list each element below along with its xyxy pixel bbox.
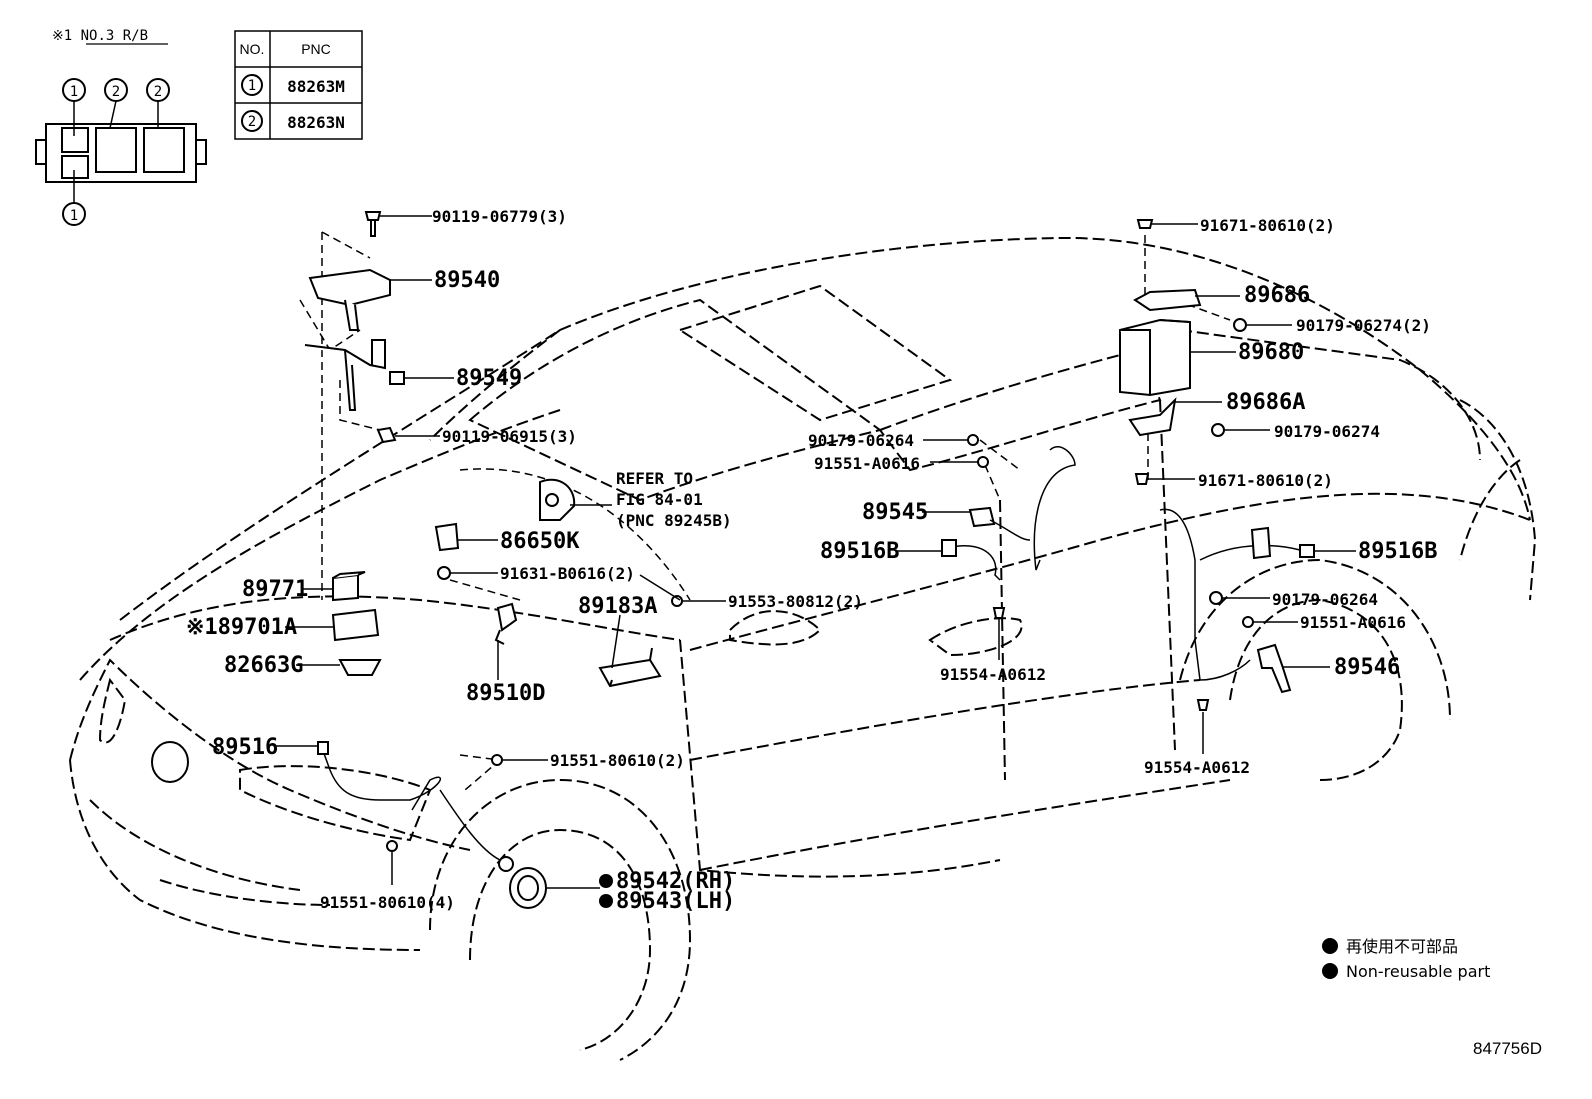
- label-82663G: 82663G: [224, 653, 303, 678]
- legend: 再使用不可部品 Non-reusable part: [1322, 937, 1490, 981]
- label-89540: 89540: [434, 268, 500, 293]
- bolt-91551-A0616-a: [977, 456, 989, 468]
- nonreusable-mark-89543: [599, 894, 613, 908]
- label-90119-06779: 90119-06779(3): [432, 207, 567, 226]
- label-89543: 89543(LH): [616, 889, 735, 914]
- label-89546: 89546: [1334, 655, 1400, 680]
- label-89516B-a: 89516B: [820, 539, 899, 564]
- bracket-89549: [304, 339, 386, 411]
- legend-text-jp: 再使用不可部品: [1346, 937, 1458, 956]
- bolt-91551-80610-2: [491, 754, 503, 766]
- part-labels: 90119-06779(3) 89540 89549 90119-06915(3…: [186, 207, 1437, 914]
- bolt-91551-A0616-b: [1242, 616, 1254, 628]
- sensor-89510D: [496, 602, 518, 632]
- pnc-header-no: NO.: [240, 41, 265, 57]
- pnc-table: NO. PNC 1 2 88263M 88263N: [234, 30, 363, 140]
- leader-lines: [276, 215, 1356, 889]
- label-89545: 89545: [862, 500, 928, 525]
- label-89516: 89516: [212, 735, 278, 760]
- bracket-89686A: [1128, 397, 1177, 437]
- label-90179-06264-a: 90179-06264: [808, 431, 914, 450]
- legend-bullet-jp: [1322, 938, 1338, 954]
- label-91554-A0612-b: 91554-A0612: [1144, 758, 1250, 777]
- sensor-89540: [308, 268, 391, 307]
- label-90179-06274: 90179-06274: [1274, 422, 1380, 441]
- label-refer-line3: (PNC 89245B): [616, 511, 732, 530]
- bolt-91551-80610-4: [386, 840, 398, 852]
- nonreusable-mark-89542: [599, 874, 613, 888]
- label-91551-80610-4: 91551-80610(4): [320, 893, 455, 912]
- nut-90179-06274: [1211, 423, 1225, 437]
- ecu-89183A: [598, 658, 662, 688]
- label-86650K: 86650K: [500, 529, 580, 554]
- label-91554-A0612-a: 91554-A0612: [940, 665, 1046, 684]
- pnc-row-2-pnc: 88263N: [287, 113, 345, 132]
- vehicle-outline: [69, 236, 1537, 1061]
- inset-note: ※1 NO.3 R/B: [52, 28, 148, 44]
- label-89510D: 89510D: [466, 681, 545, 706]
- pnc-row-1-pnc: 88263M: [287, 77, 345, 96]
- nut-90179-06274-2: [1233, 318, 1247, 332]
- label-90179-06264-b: 90179-06264: [1272, 590, 1378, 609]
- bolt-91671-top: [1136, 219, 1154, 229]
- label-89542: 89542(RH): [616, 869, 735, 894]
- pnc-header-pnc: PNC: [301, 41, 331, 57]
- label-91551-80610-2: 91551-80610(2): [550, 751, 685, 770]
- harness-89516B-right: [1159, 508, 1251, 681]
- pnc-row-2-no: 2: [248, 114, 256, 130]
- label-89686A: 89686A: [1226, 390, 1305, 415]
- label-89701A: ※189701A: [186, 615, 297, 640]
- bolt-91671-bottom: [1134, 473, 1150, 485]
- bolt-91631: [437, 566, 451, 580]
- label-91551-A0616-b: 91551-A0616: [1300, 613, 1406, 632]
- relay-89701A: [331, 608, 380, 642]
- label-89771: 89771: [242, 577, 308, 602]
- svg-text:2: 2: [112, 84, 120, 100]
- harness-89545: [1033, 445, 1076, 571]
- relay-block-inset: ※1 NO.3 R/B 1 2 2 1: [35, 28, 207, 226]
- fuse-82663G: [338, 659, 382, 676]
- pnc-row-1-no: 1: [248, 78, 256, 94]
- sensor-89546: [1256, 643, 1292, 694]
- svg-text:2: 2: [154, 84, 162, 100]
- figure-id: 847756D: [1473, 1039, 1542, 1058]
- svg-text:1: 1: [70, 208, 78, 224]
- legend-text-en: Non-reusable part: [1346, 962, 1490, 981]
- label-91551-A0616-a: 91551-A0616: [814, 454, 920, 473]
- label-refer-line2: FIG 84-01: [616, 490, 703, 509]
- bolt-91554-b: [1196, 699, 1210, 711]
- label-89183A: 89183A: [578, 594, 657, 619]
- bolt-90119-06915: [376, 426, 397, 444]
- label-91553-80812: 91553-80812(2): [728, 592, 863, 611]
- part-86650K: [434, 522, 460, 552]
- label-89549: 89549: [456, 366, 522, 391]
- label-89686: 89686: [1244, 283, 1310, 308]
- label-90119-06915: 90119-06915(3): [442, 427, 577, 446]
- label-91671-80610-bottom: 91671-80610(2): [1198, 471, 1333, 490]
- bolt-90119-06779: [364, 211, 382, 237]
- label-89516B-b: 89516B: [1358, 539, 1437, 564]
- relay-89771: [332, 573, 359, 602]
- emblem: [151, 741, 189, 783]
- label-89680: 89680: [1238, 340, 1304, 365]
- bracket-89686: [1133, 288, 1202, 312]
- harness-89516: [321, 747, 442, 811]
- harness-89516B-left: [947, 545, 1001, 581]
- nut-90179-06264-b: [1209, 591, 1223, 605]
- nut-90179-06264-a: [967, 434, 979, 446]
- label-91631-B0616: 91631-B0616(2): [500, 564, 635, 583]
- svg-text:1: 1: [70, 84, 78, 100]
- label-90179-06274-2: 90179-06274(2): [1296, 316, 1431, 335]
- legend-bullet-en: [1322, 963, 1338, 979]
- parts: [304, 211, 1315, 909]
- label-91671-80610-top: 91671-80610(2): [1200, 216, 1335, 235]
- label-refer-line1: REFER TO: [616, 469, 693, 488]
- assembly-lines: [299, 231, 1231, 791]
- bolt-91554-a: [992, 607, 1006, 619]
